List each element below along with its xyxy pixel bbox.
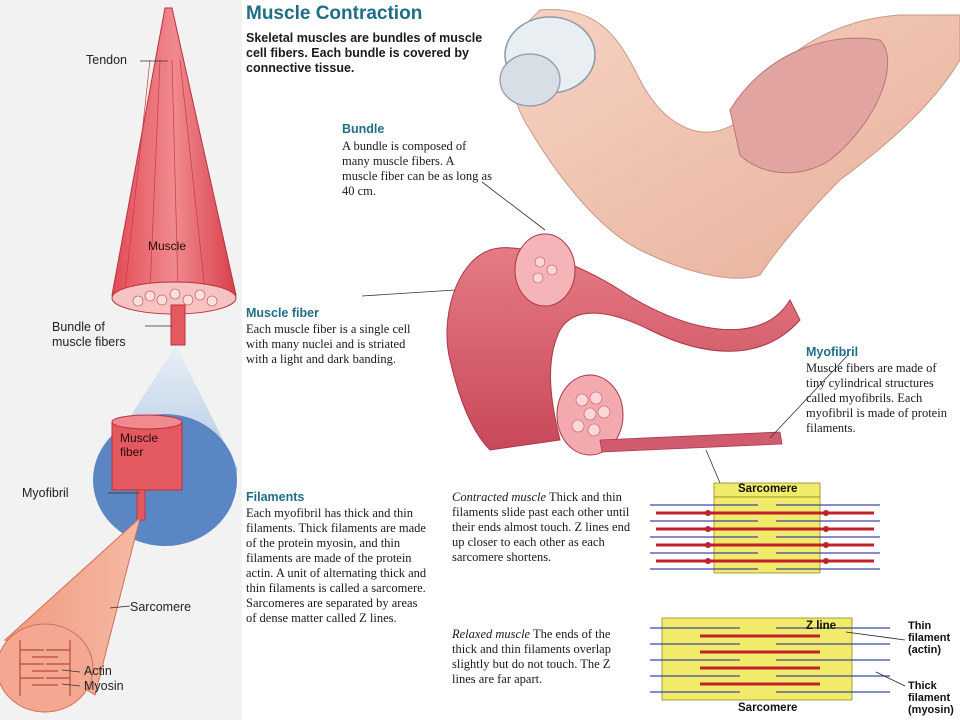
filaments-heading: Filaments — [246, 490, 305, 504]
left-leader-lines — [61, 60, 172, 687]
right-leader-lines — [361, 181, 849, 484]
sarcomere-cone — [0, 516, 141, 713]
thin-filament-line1: Thin — [908, 620, 932, 632]
contracted-label: Contracted muscle — [452, 490, 547, 504]
z-line-label: Z line — [806, 620, 837, 632]
relaxed-label: Relaxed muscle — [452, 627, 531, 641]
left-panel — [0, 0, 242, 720]
contracted-diagram — [650, 482, 880, 574]
bundle-text: A bundle is composed of many muscle fibe… — [342, 139, 492, 198]
label-bundle-line2: muscle fibers — [52, 335, 126, 349]
label-bundle-line1: Bundle of — [52, 320, 105, 334]
muscle-fiber-tube — [446, 233, 801, 456]
label-sarcomere: Sarcomere — [130, 600, 192, 614]
intro-text: Skeletal muscles are bundles of muscle c… — [246, 31, 483, 75]
thin-filament-line2: filament — [908, 632, 951, 644]
myofibril-text: Muscle fibers are made of tiny cylindric… — [806, 361, 947, 435]
label-myofibril: Myofibril — [22, 486, 69, 500]
label-muscle: Muscle — [148, 239, 187, 253]
filaments-text: Each myofibril has thick and thin filame… — [246, 506, 427, 625]
label-muscle-fiber-line1: Muscle — [120, 431, 159, 445]
sarcomere-label-bottom: Sarcomere — [738, 702, 798, 714]
thick-filament-line3: (myosin) — [908, 704, 954, 716]
thin-filament-line3: (actin) — [908, 644, 941, 656]
label-muscle-fiber-line2: fiber — [120, 445, 144, 459]
contracted-text: Thick and thin filaments slide past each… — [452, 490, 631, 564]
label-actin: Actin — [84, 664, 112, 678]
relaxed-diagram — [650, 617, 906, 701]
bundle-heading: Bundle — [342, 122, 385, 136]
label-tendon: Tendon — [86, 53, 128, 67]
muscle-fiber-text: Each muscle fiber is a single cell with … — [246, 322, 411, 366]
fiber-magnifier — [93, 345, 238, 546]
thick-filament-line2: filament — [908, 692, 951, 704]
muscle-fiber-heading: Muscle fiber — [246, 306, 319, 320]
myofibril-heading: Myofibril — [806, 345, 859, 359]
page-title: Muscle Contraction — [246, 3, 423, 24]
relaxed-block: Relaxed muscle The ends of the thick and… — [452, 627, 627, 687]
thick-filament-line1: Thick — [908, 680, 937, 692]
arm-illustration — [499, 9, 960, 279]
label-myosin: Myosin — [84, 679, 124, 693]
contracted-block: Contracted muscle Thick and thin filamen… — [452, 490, 632, 565]
muscle-cone — [111, 7, 237, 346]
sarcomere-label-top: Sarcomere — [738, 483, 798, 495]
relaxed-text: The ends of the thick and thin filaments… — [452, 627, 611, 686]
